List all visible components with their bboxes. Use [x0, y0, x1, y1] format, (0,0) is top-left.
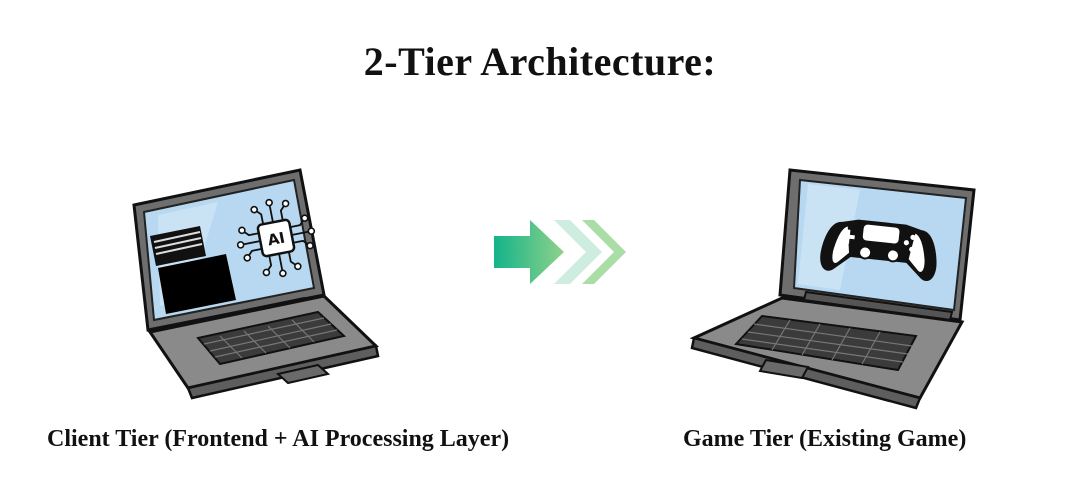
gamepad-icon: [820, 219, 937, 282]
diagram-title: 2-Tier Architecture:: [363, 39, 717, 84]
touchpad: [758, 358, 810, 380]
chip-label: AI: [266, 229, 286, 250]
terminal-window-icon: [150, 226, 236, 314]
client-laptop-illustration: AI: [132, 168, 380, 400]
game-laptop: [690, 160, 980, 410]
client-tier-label: Client Tier (Frontend + AI Processing La…: [47, 426, 510, 452]
flow-arrow-icon: [494, 220, 626, 284]
game-laptop-illustration: [690, 168, 976, 410]
game-tier-label: Game Tier (Existing Game): [683, 426, 967, 452]
client-laptop: AI: [128, 160, 388, 410]
touchpad: [275, 363, 331, 385]
ai-chip-icon: AI: [236, 198, 316, 278]
